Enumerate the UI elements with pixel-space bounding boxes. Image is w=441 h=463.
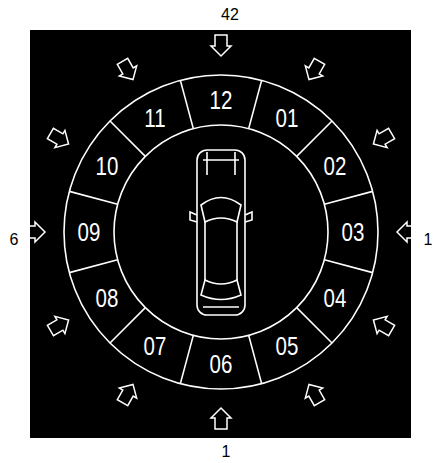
view-arrow xyxy=(114,56,142,84)
view-arrow xyxy=(300,56,328,84)
car-hood xyxy=(203,152,239,175)
sector-number: 10 xyxy=(95,154,118,179)
outer-ring xyxy=(64,75,378,389)
sector-divider xyxy=(69,260,117,273)
car-body xyxy=(197,150,245,315)
dial-sector: 02 xyxy=(321,154,349,179)
view-arrow xyxy=(45,311,73,339)
view-arrows xyxy=(24,35,418,429)
view-arrow xyxy=(45,125,73,153)
sector-divider xyxy=(324,260,372,273)
view-arrow xyxy=(211,35,231,56)
sector-number: 09 xyxy=(78,220,101,245)
sector-number: 02 xyxy=(324,154,347,179)
dial-rings xyxy=(64,75,378,389)
car-trunk xyxy=(203,306,239,308)
sector-divider xyxy=(297,121,332,156)
sector-divider xyxy=(180,80,193,128)
sector-number: 03 xyxy=(342,220,365,245)
sector-divider xyxy=(249,335,262,383)
view-arrow xyxy=(300,379,328,407)
sector-divider xyxy=(249,80,262,128)
view-count: 6 xyxy=(10,232,19,248)
dial-sector: 01 xyxy=(273,105,301,130)
sector-number: 11 xyxy=(144,105,165,130)
view-count: 1 xyxy=(222,444,231,460)
sector-divider xyxy=(110,121,145,156)
view-arrow xyxy=(114,379,142,407)
view-arrow xyxy=(397,222,418,242)
sector-divider xyxy=(180,335,193,383)
car-windshield xyxy=(201,198,241,223)
view-arrow xyxy=(368,311,396,339)
sector-number: 06 xyxy=(210,352,233,377)
sector-divider xyxy=(110,308,145,343)
car-rear-window xyxy=(201,280,241,300)
view-arrow xyxy=(368,125,396,153)
sector-number: 05 xyxy=(276,334,299,359)
sector-divider xyxy=(297,308,332,343)
dial-sector: 03 xyxy=(339,220,367,245)
dial-sector: 11 xyxy=(142,105,168,130)
car-roof xyxy=(205,222,237,280)
dial-sector: 09 xyxy=(75,220,103,245)
sector-number: 12 xyxy=(210,88,233,113)
inner-ring xyxy=(114,125,328,339)
dial-sector: 06 xyxy=(207,352,235,377)
dial-sector: 04 xyxy=(321,286,349,311)
dial-sector: 08 xyxy=(93,286,121,311)
car-outline xyxy=(190,150,252,315)
black-ground xyxy=(30,30,411,438)
sector-number: 04 xyxy=(324,286,347,311)
view-count: 42 xyxy=(221,7,239,23)
sector-divider xyxy=(69,191,117,204)
dial-sector: 12 xyxy=(207,88,235,113)
sector-number: 01 xyxy=(276,105,299,130)
sector-divider xyxy=(324,191,372,204)
dial-sector: 10 xyxy=(93,154,121,179)
dial-sector: 05 xyxy=(273,334,301,359)
view-count: 1 xyxy=(424,232,433,248)
car-mirrors xyxy=(190,212,252,222)
sector-number: 07 xyxy=(144,334,167,359)
dial-sector: 07 xyxy=(141,334,169,359)
view-arrow xyxy=(211,408,231,429)
sector-number: 08 xyxy=(95,286,118,311)
view-arrow xyxy=(24,222,45,242)
